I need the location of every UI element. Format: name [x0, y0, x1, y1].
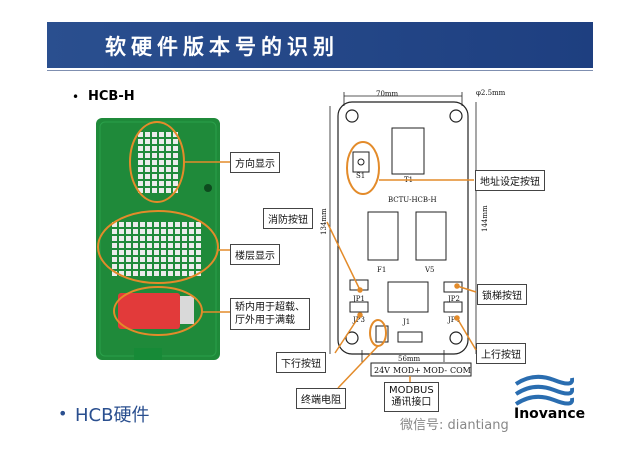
- callout-modbus-title: MODBUS: [389, 385, 434, 396]
- callout-direction-display: 方向显示: [230, 152, 280, 173]
- model-label: HCB-H: [88, 89, 135, 104]
- label-jp4: JP4: [448, 316, 460, 324]
- pin-com: COM: [450, 366, 471, 375]
- brand-name: Inovance: [514, 406, 586, 422]
- label-jp2: JP2: [448, 295, 460, 303]
- callout-lock-button: 锁梯按钮: [477, 284, 527, 305]
- height-dimension-left: 134mm: [320, 208, 328, 235]
- bullet-dot-icon: •: [58, 404, 68, 423]
- height-dimension-right: 144mm: [481, 205, 489, 232]
- callout-terminal-resistor: 终端电阻: [296, 388, 346, 409]
- bullet-dot-icon: •: [72, 90, 80, 104]
- label-jp3: JP3: [353, 316, 365, 324]
- callout-up-button: 上行按钮: [476, 343, 526, 364]
- hardware-label: HCB硬件: [75, 405, 150, 426]
- callout-fire-button: 消防按钮: [263, 208, 313, 229]
- pcb-photo: [96, 118, 220, 360]
- callout-modbus-subtitle: 通讯接口: [391, 397, 432, 408]
- board-name: BCTU-HCB-H: [388, 196, 437, 204]
- label-t1: T1: [404, 176, 414, 184]
- header-banner: [47, 22, 593, 68]
- inovance-logo-icon: [514, 374, 574, 406]
- width-dimension: 70mm: [376, 90, 399, 98]
- wechat-watermark: 微信号: diantiang: [400, 418, 509, 433]
- callout-overload-line2: 厅外用于满载: [235, 315, 295, 326]
- pin-mod-plus: MOD+: [393, 366, 421, 375]
- page-title: 软硬件版本号的识别: [105, 34, 339, 59]
- pin-mod-minus: MOD-: [423, 366, 448, 375]
- callout-overload-line1: 轿内用于超载、: [235, 302, 305, 313]
- board-drawing: [329, 92, 477, 377]
- callout-overload: 轿内用于超载、 厅外用于满载: [230, 298, 310, 330]
- callout-modbus: MODBUS 通讯接口: [384, 382, 439, 412]
- label-v5: V5: [425, 266, 435, 274]
- label-f1: F1: [377, 266, 387, 274]
- hole-dimension: φ2.5mm: [476, 89, 506, 97]
- callout-down-button: 下行按钮: [276, 352, 326, 373]
- header-divider: [47, 70, 593, 71]
- label-jp1: JP1: [353, 295, 365, 303]
- callout-floor-display: 楼层显示: [230, 244, 280, 265]
- label-j1: J1: [403, 318, 411, 326]
- label-s1: S1: [356, 172, 366, 180]
- pin-24v: 24V: [374, 366, 390, 375]
- callout-address-button: 地址设定按钮: [475, 170, 545, 191]
- bottom-dimension: 56mm: [398, 355, 421, 363]
